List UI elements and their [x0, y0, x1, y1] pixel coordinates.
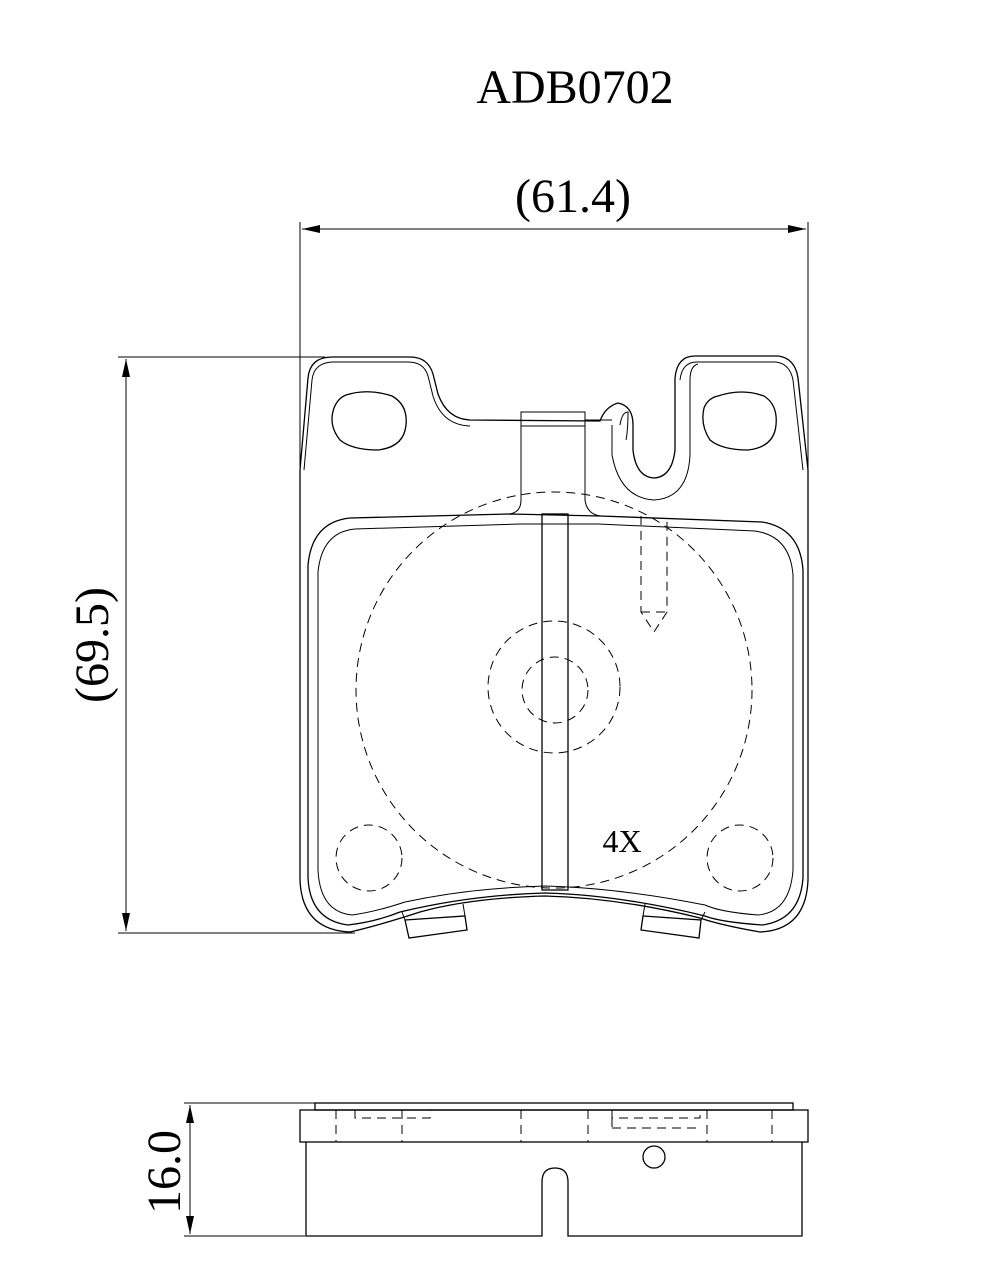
- brake-pad-front-view: 4X: [299, 355, 809, 939]
- width-dimension: (61.4): [299, 170, 809, 470]
- multiplicity-note: 4X: [602, 823, 641, 859]
- brake-pad-side-view: [299, 1102, 809, 1237]
- dashed-pin: [640, 516, 668, 633]
- mounting-hole-left: [331, 391, 407, 451]
- bottom-clip-left: [404, 915, 468, 939]
- wear-sensor-clip: [520, 411, 586, 427]
- backing-plate-outline: [299, 355, 809, 933]
- dashed-hole-right: [706, 824, 774, 892]
- hub-outer-circle: [487, 620, 621, 754]
- side-sensor-hole: [642, 1145, 666, 1169]
- thickness-dimension: 16.0: [138, 1102, 315, 1237]
- height-dimension-label: (69.5): [66, 587, 119, 703]
- side-friction-block: [305, 1142, 803, 1237]
- width-dimension-label: (61.4): [515, 170, 631, 223]
- thickness-dimension-label: 16.0: [138, 1130, 191, 1214]
- hub-inner-circle: [521, 656, 589, 724]
- side-backing-plate: [299, 1109, 809, 1143]
- dashed-hole-left: [335, 824, 403, 892]
- friction-material-outline: [307, 513, 804, 926]
- part-number-title: ADB0702: [476, 61, 673, 114]
- mounting-hole-right: [702, 391, 777, 451]
- rotor-contact-circle: [355, 491, 753, 889]
- height-dimension: (69.5): [66, 356, 355, 934]
- center-slot: [541, 513, 569, 891]
- bottom-clip-right: [640, 915, 702, 939]
